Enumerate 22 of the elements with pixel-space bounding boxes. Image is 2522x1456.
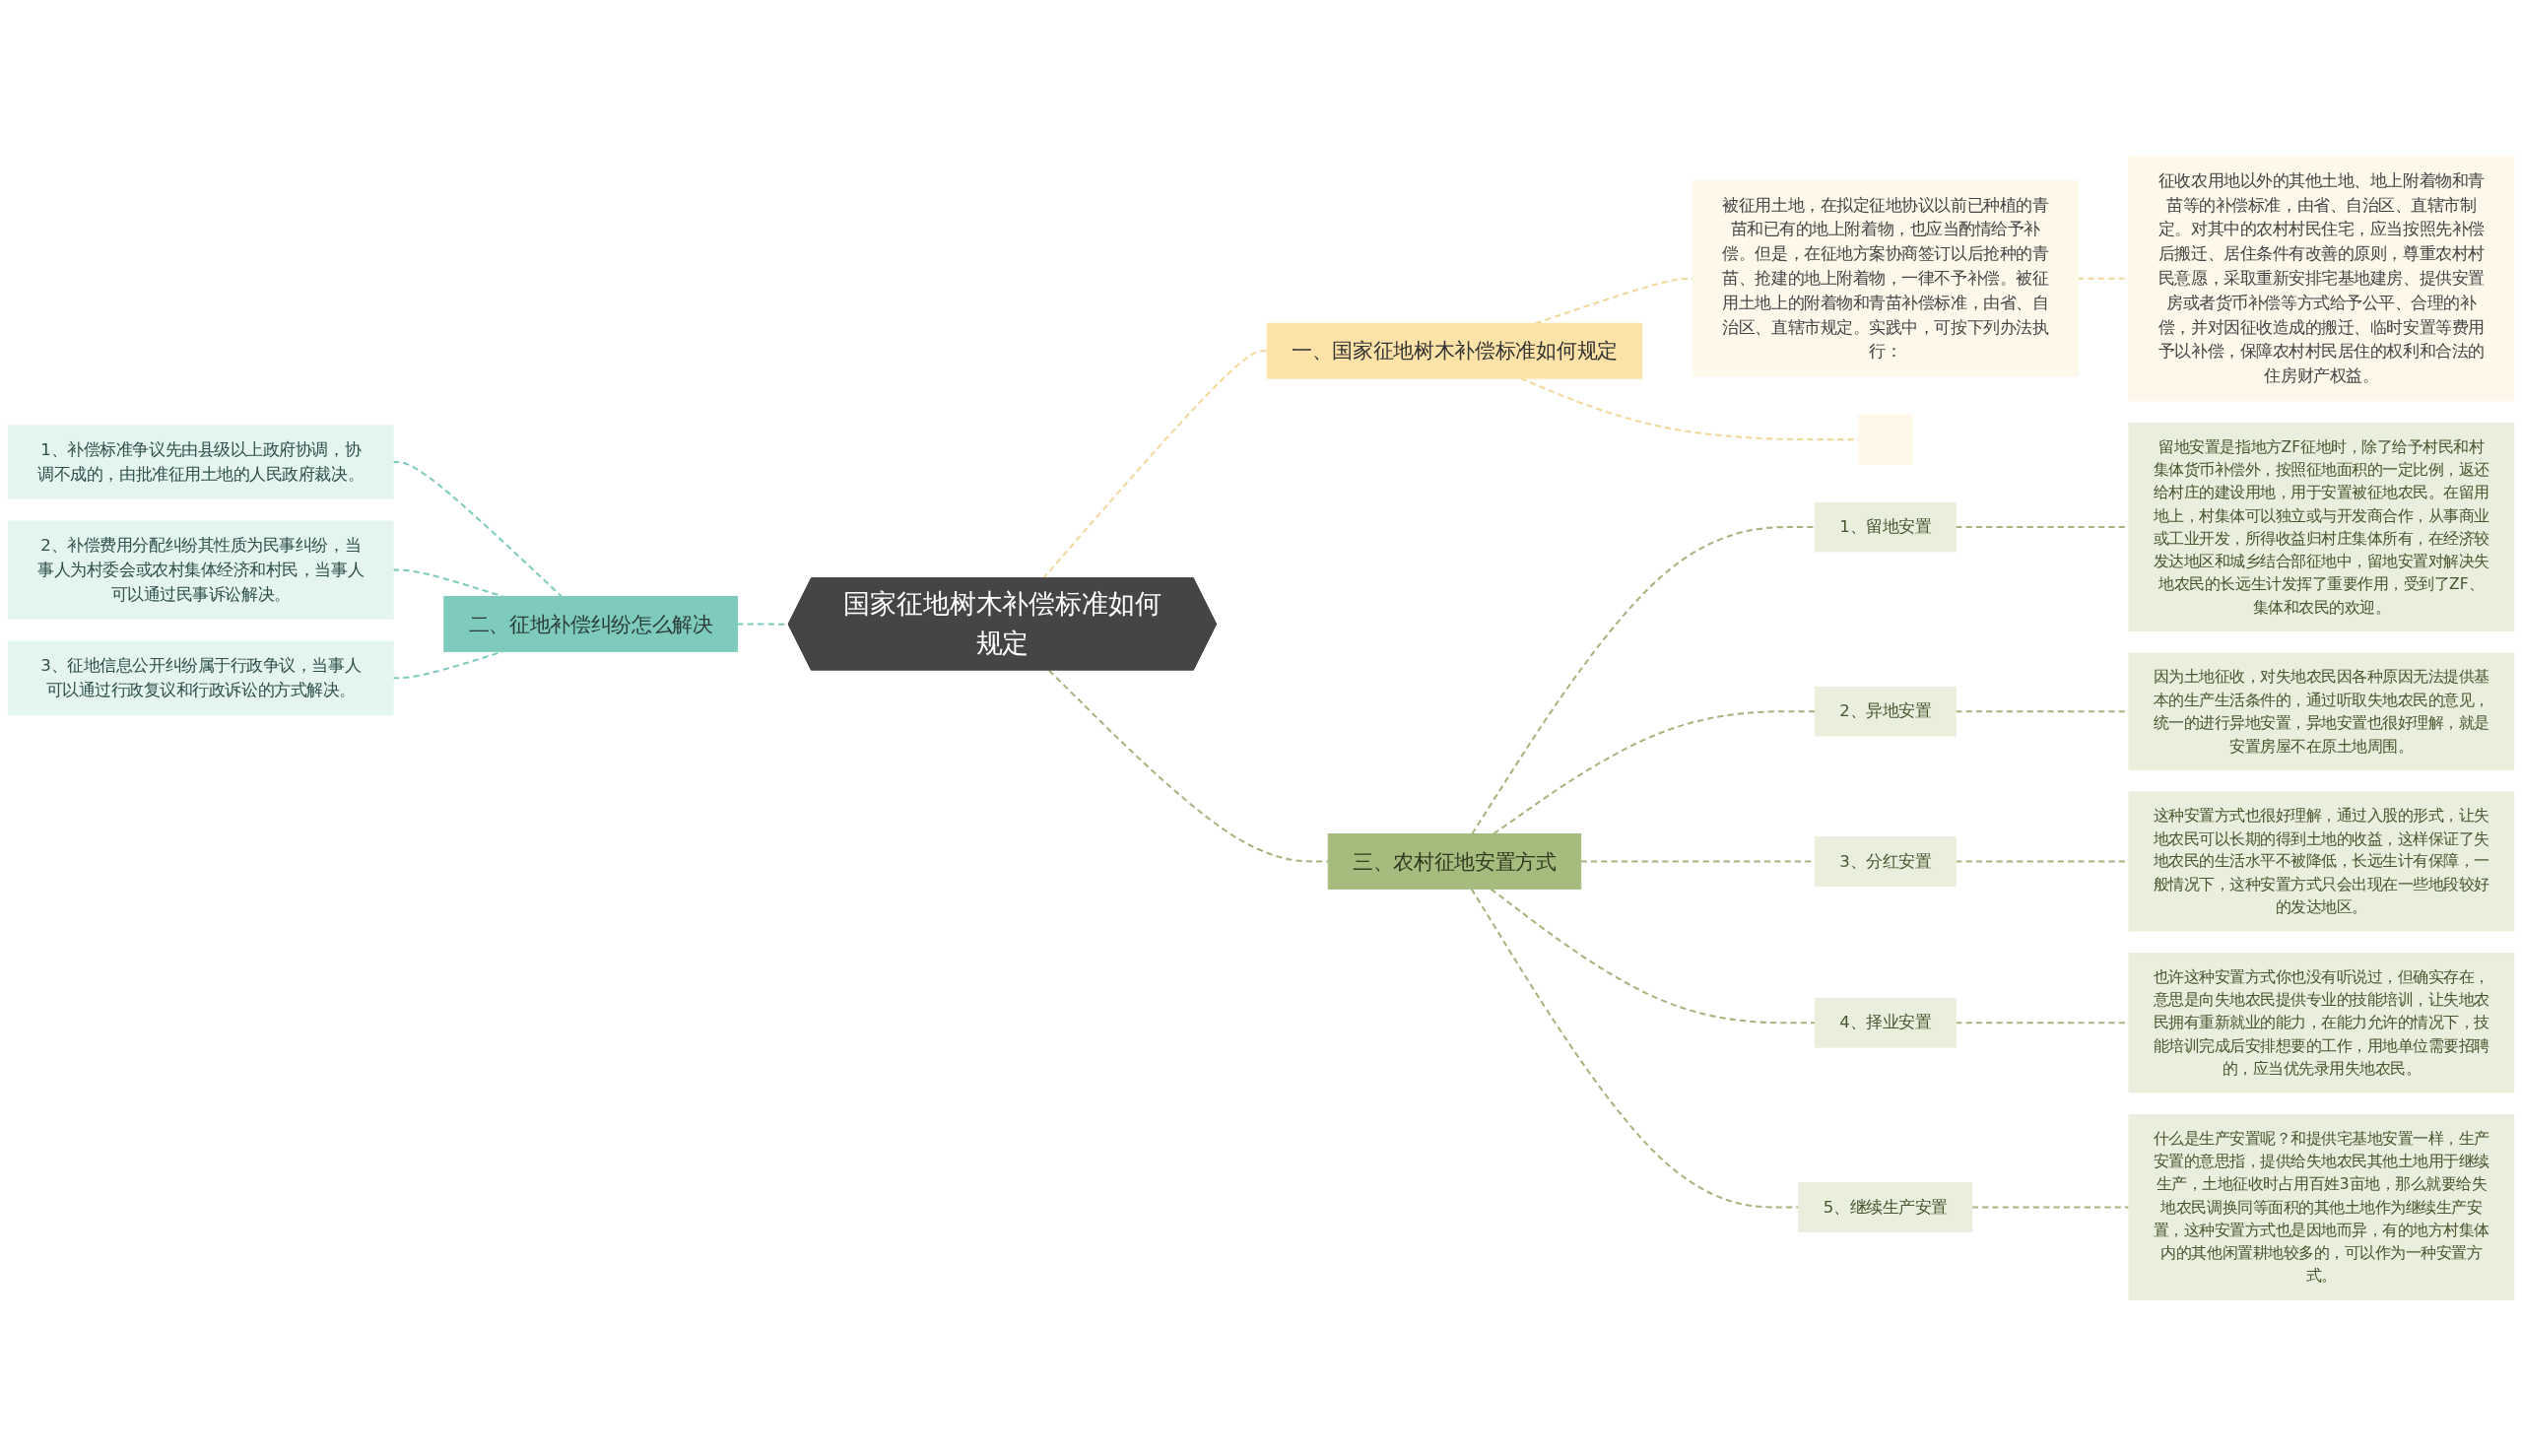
node-box: 三、农村征地安置方式 xyxy=(1327,833,1582,890)
connector xyxy=(1493,710,1816,835)
node-box: 3、分红安置 xyxy=(1814,836,1957,887)
node-box: 留地安置是指地方ZF征地时，除了给予村民和村集体货币补偿外，按照征地面积的一定比例，返还给村庄的建设用地，用于安置被征地农民。在留用地上，村集体可以独立或与开发商合作，从事商业或工业开发，所得收益归村庄集体所有，在经济较发达地区和城乡结合部征地中，留地安置对解决失地农民的长远生计发挥了重要作用，受到了ZF、集体和农民的欢迎。 xyxy=(2128,423,2515,632)
node-box: 也许这种安置方式你也没有听说过，但确实存在，意思是向失地农民提供专业的技能培训，让失地农民拥有重新就业的能力，在能力允许的情况下，技能培训完成后安排想要的工作，用地单位需要招聘的，应当优先录用失地农民。 xyxy=(2128,953,2515,1093)
node-box: 1、补偿标准争议先由县级以上政府协调，协调不成的，由批准征用土地的人民政府裁决。 xyxy=(7,425,394,499)
node-box: 因为土地征收，对失地农民因各种原因无法提供基本的生产生活条件的，通过听取失地农民的意见，统一的进行异地安置，异地安置也很好理解，就是安置房屋不在原土地周围。 xyxy=(2128,652,2515,770)
node-box: 2、异地安置 xyxy=(1814,686,1957,737)
node-box: 一、国家征地树木补偿标准如何规定 xyxy=(1266,322,1643,379)
connector xyxy=(1971,1206,2129,1209)
node-box: 什么是生产安置呢？和提供宅基地安置一样，生产安置的意思指，提供给失地农民其他土地用于继续生产，土地征收时占用百姓3亩地，那么就要给失地农民调换同等面积的其他土地作为继续生产安置，这种安置方式也是因地而异，有的地方村集体内的其他闲置耕地较多的，可以作为一种安置方式。 xyxy=(2128,1114,2515,1300)
node-box: 4、择业安置 xyxy=(1814,998,1957,1048)
node-box: 这种安置方式也很好理解，通过入股的形式，让失地农民可以长期的得到土地的收益，这样保证了失地农民的生活水平不被降低，长远生计有保障，一般情况下，这种安置方式只会出现在一些地段较好的发达地区。 xyxy=(2128,791,2515,932)
connector xyxy=(393,461,563,598)
node-box: 5、继续生产安置 xyxy=(1798,1182,1973,1232)
node-box: 1、留地安置 xyxy=(1814,501,1957,553)
node-box: 3、征地信息公开纠纷属于行政争议，当事人可以通过行政复议和行政诉讼的方式解决。 xyxy=(7,640,394,715)
node-box: 被征用土地，在拟定征地协议以前已种植的青苗和已有的地上附着物，也应当酌情给予补偿。但是，在征地方案协商签订以后抢种的青苗、抢建的地上附着物，一律不予补偿。被征用土地上的附着物和青苗补偿标准，由省、自治区、直辖市规定。实践中，可按下列办法执行： xyxy=(1692,180,2079,377)
connector xyxy=(1490,888,1816,1025)
node-box: 2、补偿费用分配纠纷其性质为民事纠纷，当事人为村委会或农村集体经济和村民，当事人可以通过民事诉讼解决。 xyxy=(7,520,394,620)
connector xyxy=(1471,526,1816,835)
node-box: 二、征地补偿纠纷怎么解决 xyxy=(443,595,739,652)
